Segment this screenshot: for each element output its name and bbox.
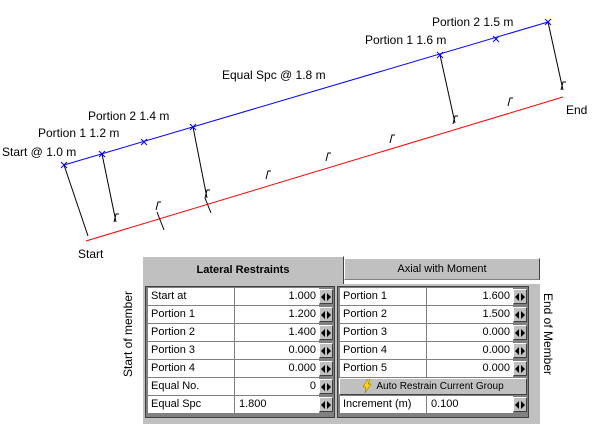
left-right-arrows-icon <box>321 401 331 409</box>
left-right-arrows-icon <box>321 329 331 337</box>
row-label: Start at <box>148 288 234 305</box>
row-label: Portion 1 <box>148 306 234 323</box>
left-right-arrows-icon <box>515 347 525 355</box>
lightning-icon <box>362 379 372 394</box>
tab-axial-with-moment[interactable]: Axial with Moment <box>344 258 540 280</box>
row-value-field[interactable]: 1.500 <box>427 306 513 323</box>
spin-arrows[interactable] <box>319 379 333 394</box>
row-label: Portion 2 <box>340 306 426 323</box>
row-value-field[interactable]: 0 <box>235 378 319 395</box>
row-label: Portion 4 <box>340 342 426 359</box>
row-value-field[interactable]: 1.400 <box>235 324 319 341</box>
row-value-field[interactable]: 1.600 <box>427 288 513 305</box>
left-right-arrows-icon <box>321 311 331 319</box>
left-right-arrows-icon <box>515 365 525 373</box>
increment-row: Increment (m)0.100 <box>339 396 527 413</box>
row-value-field[interactable]: 1.200 <box>235 306 319 323</box>
spin-arrows[interactable] <box>513 343 527 358</box>
spin-arrows[interactable] <box>319 307 333 322</box>
spin-arrows[interactable] <box>513 397 527 412</box>
member-line <box>85 96 564 242</box>
auto-restrain-button[interactable]: Auto Restrain Current Group <box>339 378 527 395</box>
label-portion1-end: Portion 1 1.6 m <box>365 33 447 47</box>
row-label: Portion 1 <box>340 288 426 305</box>
left-right-arrows-icon <box>321 347 331 355</box>
row-value-field[interactable]: 1.000 <box>235 288 319 305</box>
left-right-arrows-icon <box>515 401 525 409</box>
left-right-arrows-icon <box>321 383 331 391</box>
member-ticks <box>156 197 212 231</box>
spin-arrows[interactable] <box>319 397 333 412</box>
increment-field[interactable]: 0.100 <box>427 396 513 413</box>
left-right-arrows-icon <box>321 365 331 373</box>
start-table-row: Equal No.0 <box>147 378 333 395</box>
row-value-field[interactable]: 0.000 <box>427 342 513 359</box>
label-start: Start <box>78 247 104 261</box>
row-value-field[interactable]: 0.000 <box>235 360 319 377</box>
left-right-arrows-icon <box>321 293 331 301</box>
label-equal-spc: Equal Spc @ 1.8 m <box>222 68 326 82</box>
row-value-field[interactable]: 0.000 <box>427 324 513 341</box>
label-portion2-start: Portion 2 1.4 m <box>88 109 170 123</box>
start-of-member-label: Start of member <box>121 290 135 378</box>
label-end: End <box>566 103 588 117</box>
row-label: Portion 3 <box>148 342 234 359</box>
row-label: Equal No. <box>148 378 234 395</box>
left-right-arrows-icon <box>515 293 525 301</box>
spin-arrows[interactable] <box>513 307 527 322</box>
left-right-arrows-icon <box>515 329 525 337</box>
label-portion1-start: Portion 1 1.2 m <box>38 126 120 140</box>
spin-arrows[interactable] <box>319 361 333 376</box>
tab-lateral-restraints[interactable]: Lateral Restraints <box>142 256 344 284</box>
spin-arrows[interactable] <box>319 289 333 304</box>
label-start-at: Start @ 1.0 m <box>2 145 77 159</box>
restraint-symbols <box>113 81 566 223</box>
restraint-line <box>63 21 549 166</box>
spin-arrows[interactable] <box>319 325 333 340</box>
connector-lines <box>63 21 564 237</box>
row-value-field[interactable]: 0.000 <box>235 342 319 359</box>
row-label: Portion 4 <box>148 360 234 377</box>
row-label: Portion 2 <box>148 324 234 341</box>
spin-arrows[interactable] <box>513 361 527 376</box>
label-portion2-end: Portion 2 1.5 m <box>432 15 514 29</box>
increment-label: Increment (m) <box>340 396 426 413</box>
row-label: Portion 3 <box>340 324 426 341</box>
row-label: Portion 5 <box>340 360 426 377</box>
spin-arrows[interactable] <box>319 343 333 358</box>
spin-arrows[interactable] <box>513 289 527 304</box>
left-right-arrows-icon <box>515 311 525 319</box>
row-value-field[interactable]: 0.000 <box>427 360 513 377</box>
auto-restrain-label: Auto Restrain Current Group <box>376 381 504 392</box>
row-value-field[interactable]: 1.800 <box>235 396 319 413</box>
spin-arrows[interactable] <box>513 325 527 340</box>
row-label: Equal Spc <box>148 396 234 413</box>
restraint-markers <box>60 18 552 169</box>
end-of-member-label: End of Member <box>541 292 555 376</box>
